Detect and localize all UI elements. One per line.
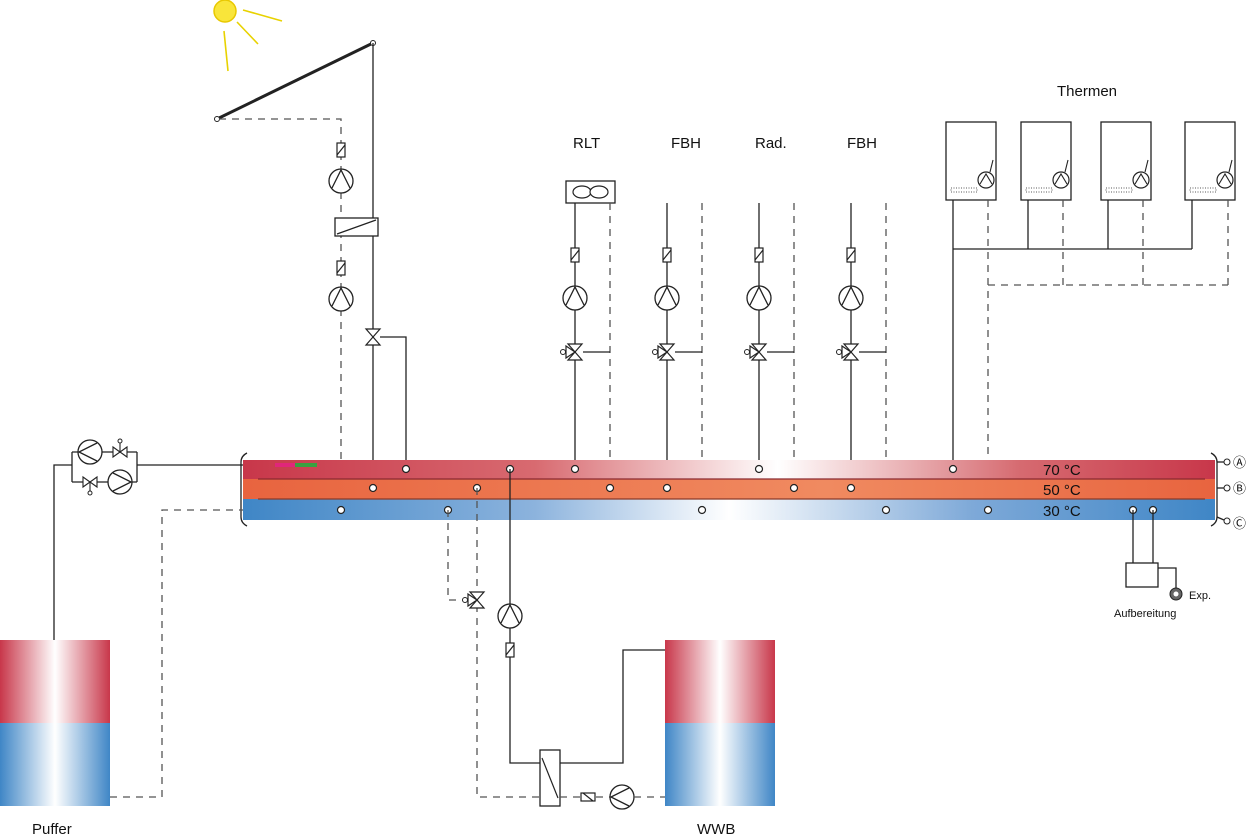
- marker-a: Ⓐ: [1233, 455, 1246, 470]
- puffer-circuit: [53, 438, 243, 798]
- wwb-tank: [665, 640, 775, 806]
- wwb-label: WWB: [697, 821, 735, 838]
- marker-c: Ⓒ: [1233, 516, 1246, 531]
- consumer-label-rad: Rad.: [755, 135, 787, 152]
- temp-label-70: 70 °C: [1043, 462, 1081, 479]
- line-marker-ports: [1216, 458, 1231, 525]
- boilers: [945, 121, 1236, 510]
- temp-label-50: 50 °C: [1043, 482, 1081, 499]
- puffer-tank: [0, 640, 110, 806]
- wwb-circuit: [447, 469, 665, 810]
- solar-collector: [214, 40, 376, 122]
- manifold: [240, 452, 1218, 527]
- treatment-unit: [1125, 510, 1183, 601]
- marker-b: Ⓑ: [1233, 481, 1246, 496]
- aufbereitung-label: Aufbereitung: [1114, 608, 1176, 620]
- thermen-label: Thermen: [1057, 83, 1117, 100]
- consumer-label-fbh-1: FBH: [671, 135, 701, 152]
- temp-label-30: 30 °C: [1043, 503, 1081, 520]
- consumer-circuits: [559, 180, 887, 510]
- consumer-label-rlt: RLT: [573, 135, 600, 152]
- puffer-label: Puffer: [32, 821, 72, 838]
- sun-icon: [213, 0, 283, 72]
- consumer-label-fbh-2: FBH: [847, 135, 877, 152]
- solar-circuit: [219, 43, 407, 488]
- exp-label: Exp.: [1189, 590, 1211, 602]
- manifold-ports: [336, 464, 1158, 515]
